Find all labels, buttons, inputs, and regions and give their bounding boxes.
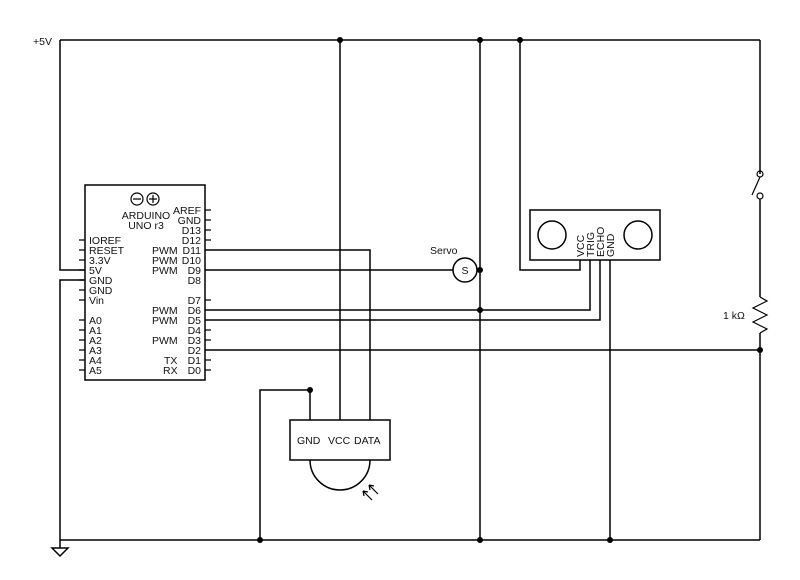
arduino-subtitle: UNO r3 [128,220,164,232]
pwm-label-d11: PWM [152,245,178,257]
resistor-icon [751,296,769,334]
pin-d2: D2 [188,345,202,357]
servo-symbol: S [461,265,468,277]
ultrasonic-sensor: VCC TRIG ECHO GND [529,209,661,261]
pin-ioref: IOREF [89,235,121,247]
sensor-pin-data: DATA [354,435,380,447]
d11-to-sensor-data-wire [205,249,371,420]
pin-d3: D3 [188,335,202,347]
tx-label: TX [164,355,177,367]
pwm-label-d10: PWM [152,255,178,267]
arduino-title: ARDUINO [122,210,170,222]
pin-3v3: 3.3V [89,255,111,267]
pwm-label-d3: PWM [152,335,178,347]
sensor-pin-gnd: GND [297,435,321,447]
arduino-board: ARDUINO UNO r3 IOREF RESET 3.3V 5V GND G… [79,184,211,381]
resistor-label: 1 kΩ [723,310,745,322]
pin-d12: D12 [182,235,201,247]
pin-d6: D6 [188,305,202,317]
servo-label: Servo [430,245,458,257]
rail-to-5v-wire [59,40,85,271]
junction-dots [257,37,763,543]
pwm-label-d5: PWM [152,315,178,327]
right-pin-stubs [205,209,211,371]
pin-5v: 5V [89,265,102,277]
pin-a1: A1 [89,325,102,337]
pin-gnd-2: GND [89,285,113,297]
pwm-label-d6: PWM [152,305,178,317]
pin-a3: A3 [89,345,102,357]
left-pin-stubs [79,239,85,371]
pin-a4: A4 [89,355,102,367]
pin-d1: D1 [188,355,202,367]
pin-a0: A0 [89,315,102,327]
pin-d5: D5 [188,315,202,327]
pin-a5: A5 [89,365,102,377]
supply-label: +5V [33,36,52,48]
ultrasonic-pin-trig: TRIG [585,232,597,257]
power-jack-icon [130,192,160,206]
pin-d13: D13 [182,225,201,237]
ultrasonic-pin-echo: ECHO [595,227,607,257]
pin-d10: D10 [182,255,201,267]
pin-reset: RESET [89,245,125,257]
pin-d9: D9 [188,265,202,277]
pin-gnd-right: GND [178,215,202,227]
ground-icon [50,547,70,558]
photosensor-icon [362,484,379,501]
sensor-pin-vcc: VCC [328,435,351,447]
d5-to-echo-wire [205,260,601,321]
pin-d0: D0 [188,365,202,377]
d6-to-trig-wire [205,260,591,311]
pin-d11: D11 [183,245,202,257]
pin-gnd-1: GND [89,275,113,287]
light-sensor-module: GND VCC DATA [289,419,391,501]
pin-d8: D8 [188,275,202,287]
pin-d7: D7 [188,295,202,307]
pwm-label-d9: PWM [152,265,178,277]
pin-vin: Vin [89,295,104,307]
ultrasonic-pin-vcc: VCC [575,234,587,257]
rx-label: RX [163,365,178,377]
sensor-gnd-wire [259,389,311,540]
pin-aref: AREF [173,205,201,217]
servo-motor: S [452,257,478,283]
pin-d4: D4 [188,325,202,337]
switch-icon [751,170,764,200]
ultrasonic-vcc-wire [519,40,581,271]
pin-a2: A2 [89,335,102,347]
ultrasonic-pin-gnd: GND [605,233,617,257]
gnd-to-rail-wire [59,279,85,548]
